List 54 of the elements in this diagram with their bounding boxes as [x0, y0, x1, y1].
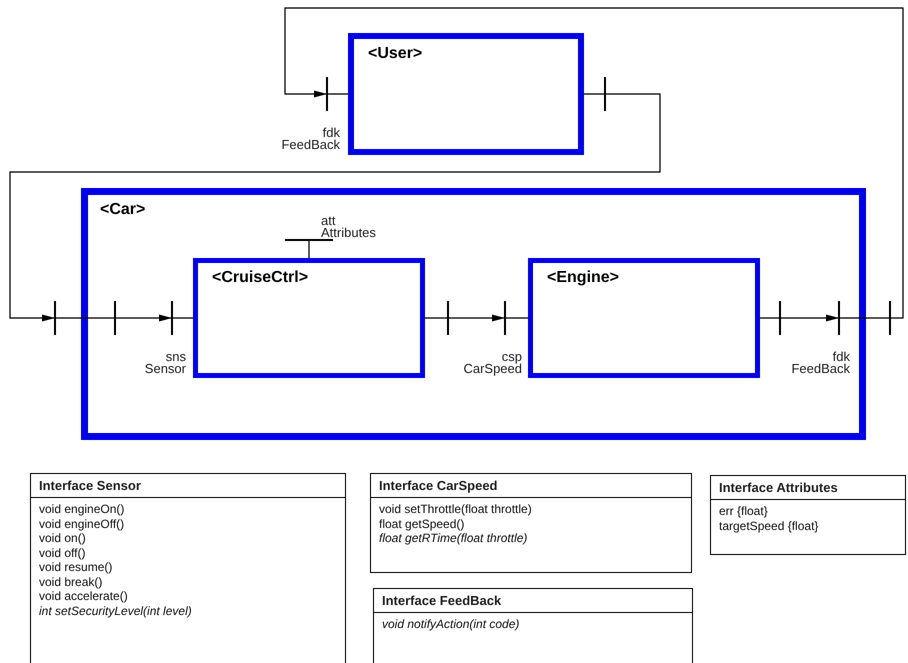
component-box: [348, 33, 584, 155]
component-box: [193, 258, 425, 378]
component-label: <Car>: [100, 201, 146, 219]
port-label: sns: [166, 351, 186, 363]
connector: [760, 317, 780, 319]
component-box: [81, 188, 866, 440]
port-label: FeedBack: [280, 139, 340, 151]
interface-table: [373, 588, 693, 663]
member-text: void setThrottle(float throttle): [379, 502, 533, 516]
member-text: void on(): [39, 531, 87, 546]
connector: [308, 240, 310, 258]
component-label: <CruiseCtrl>: [212, 269, 308, 287]
member-text: float getSpeed(): [379, 516, 466, 531]
interface-table: [710, 475, 906, 555]
port-label: att: [321, 215, 336, 227]
connector: [327, 93, 348, 95]
connector: [172, 317, 193, 319]
connector: [425, 317, 448, 319]
connector: [284, 7, 904, 319]
table-header: Interface Attributes: [711, 476, 905, 500]
member-text: void engineOn(): [39, 502, 126, 516]
port-label: csp: [502, 351, 522, 363]
table-header: Interface Sensor: [31, 474, 345, 498]
connector: [115, 314, 172, 322]
component-box: [528, 258, 760, 378]
connector: [448, 314, 505, 322]
component-label: <User>: [368, 45, 422, 63]
port-label: Sensor: [144, 363, 186, 375]
connector: [9, 93, 661, 322]
port-label: CarSpeed: [462, 363, 522, 375]
member-text: err {float}: [719, 504, 769, 518]
port-label: FeedBack: [790, 363, 850, 375]
member-text: void engineOff(): [39, 516, 126, 531]
member-text: void break(): [39, 574, 104, 589]
member-text: void accelerate(): [39, 589, 129, 604]
interface-table: [370, 473, 692, 573]
interface-table: [30, 473, 346, 663]
connector: [584, 93, 605, 95]
port-label: fdk: [322, 127, 340, 139]
member-text: targetSpeed {float}: [719, 518, 820, 533]
member-text: void resume(): [39, 560, 114, 574]
member-text: float getRTime(float throttle): [379, 531, 528, 546]
table-header: Interface FeedBack: [374, 589, 692, 613]
port-label: fdk: [832, 351, 850, 363]
member-text: void off(): [39, 546, 86, 560]
component-label: <Engine>: [547, 269, 620, 287]
connector: [55, 317, 115, 319]
table-header: Interface CarSpeed: [371, 474, 691, 498]
port-label: Attributes: [321, 227, 377, 239]
connector: [839, 317, 890, 319]
connector: [505, 317, 528, 319]
connector: [780, 314, 839, 322]
member-text: int setSecurityLevel(int level): [39, 604, 193, 618]
member-text: void notifyAction(int code): [382, 617, 520, 632]
